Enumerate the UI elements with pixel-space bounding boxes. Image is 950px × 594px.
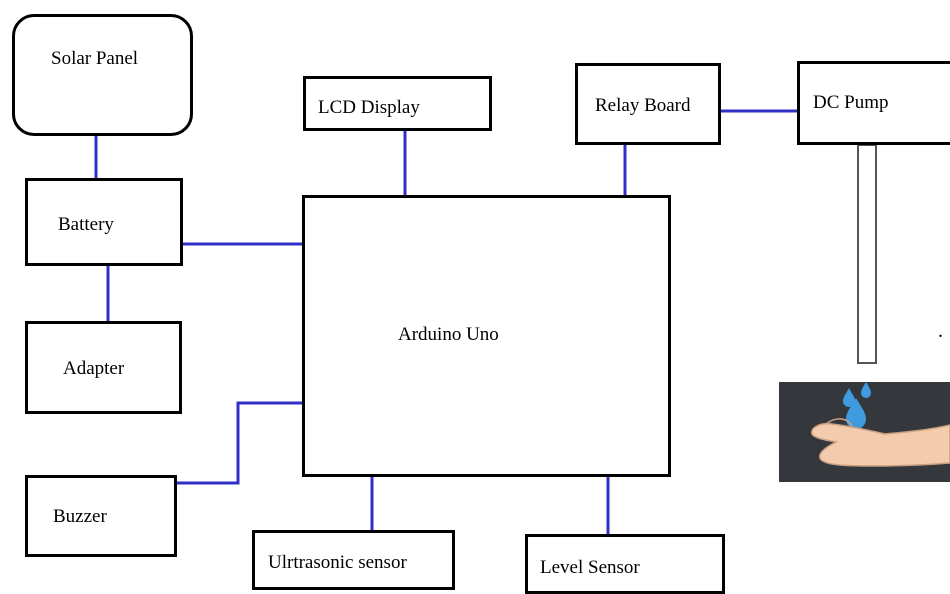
dc-pump-block: DC Pump xyxy=(797,61,950,145)
dc-pump-label: DC Pump xyxy=(813,92,889,114)
adapter-block: Adapter xyxy=(25,321,182,414)
battery-label: Battery xyxy=(58,214,114,236)
lcd-display-label: LCD Display xyxy=(318,97,420,119)
arduino-uno-block: Arduino Uno xyxy=(302,195,671,477)
lcd-display-block: LCD Display xyxy=(303,76,492,131)
level-sensor-block: Level Sensor xyxy=(525,534,725,594)
arduino-uno-label: Arduino Uno xyxy=(398,324,499,346)
adapter-label: Adapter xyxy=(63,358,124,380)
buzzer-block: Buzzer xyxy=(25,475,177,557)
relay-board-block: Relay Board xyxy=(575,63,721,145)
battery-block: Battery xyxy=(25,178,183,266)
ultrasonic-sensor-label: Ulrtrasonic sensor xyxy=(268,552,407,574)
level-sensor-label: Level Sensor xyxy=(540,557,640,579)
relay-board-label: Relay Board xyxy=(595,95,691,117)
ultrasonic-sensor-block: Ulrtrasonic sensor xyxy=(252,530,455,590)
solar-panel-block: Solar Panel xyxy=(12,14,193,136)
stray-dot: . xyxy=(938,320,943,343)
wire-buzzer-arduino xyxy=(176,403,304,483)
pump-pipe xyxy=(858,145,876,363)
solar-panel-label: Solar Panel xyxy=(51,48,138,70)
buzzer-label: Buzzer xyxy=(53,506,107,528)
